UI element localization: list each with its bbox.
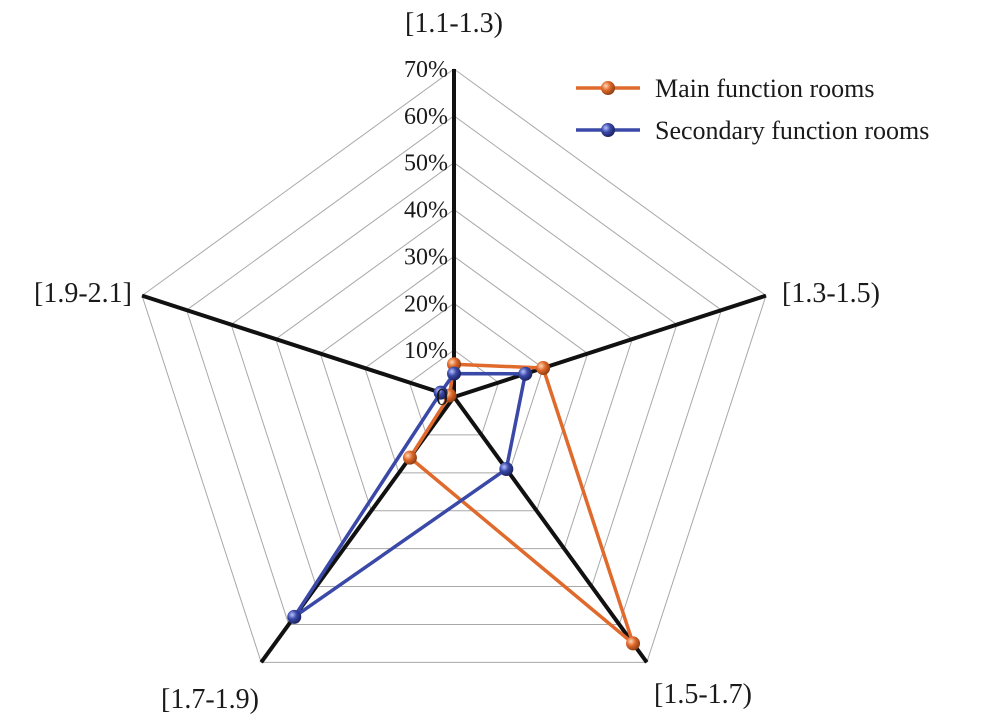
series-2-point-1 [447, 366, 461, 381]
axis-label-5: [1.9-2.1] [34, 278, 132, 309]
tick-label-3: 30% [404, 244, 448, 270]
series-line-2 [292, 371, 528, 619]
grid-ring-5 [230, 162, 678, 588]
tick-label-7: 70% [404, 57, 448, 83]
series-1-point-4 [402, 450, 417, 465]
tick-label-1: 10% [404, 338, 448, 364]
legend-item-secondary: Secondary function rooms [576, 116, 929, 145]
axis-spoke-2 [453, 293, 767, 399]
axis-label-4: [1.7-1.9) [161, 684, 259, 715]
legend-marker-main [601, 81, 615, 95]
series-2-point-5 [433, 385, 448, 400]
series-1-point-3 [626, 636, 641, 651]
axis-label-3: [1.5-1.7) [654, 679, 752, 710]
radar-series [287, 357, 641, 651]
radial-tick-labels: 0 10% 20% 30% 40% 50% 60% 70% [404, 57, 448, 411]
legend-marker-secondary [601, 123, 615, 137]
series-2-point-2 [518, 366, 533, 381]
series-2-point-4 [287, 609, 302, 624]
grid-ring-6 [186, 115, 722, 625]
axis-labels: [1.1-1.3) [1.3-1.5) [1.5-1.7) [1.7-1.9) … [34, 8, 880, 715]
grid-ring-4 [275, 208, 633, 550]
tick-label-4: 40% [404, 198, 448, 224]
axis-spoke-5 [141, 293, 455, 399]
legend-label-main: Main function rooms [655, 74, 875, 103]
tick-label-6: 60% [404, 104, 448, 130]
tick-label-0: 0 [436, 385, 448, 411]
axis-label-1: [1.1-1.3) [405, 8, 503, 39]
grid-ring-1 [408, 349, 500, 436]
axis-spoke-3 [452, 395, 649, 664]
axis-label-2: [1.3-1.5) [782, 278, 880, 309]
legend-item-main: Main function rooms [576, 74, 875, 103]
grid-ring-3 [319, 255, 589, 512]
tick-label-2: 20% [404, 291, 448, 317]
series-2-point-3 [499, 462, 514, 477]
series-1-point-2 [536, 361, 551, 376]
grid-ring-2 [364, 302, 544, 474]
tick-label-5: 50% [404, 151, 448, 177]
legend-label-secondary: Secondary function rooms [655, 116, 929, 145]
radar-grid [141, 68, 767, 663]
legend: Main function rooms Secondary function r… [576, 74, 929, 145]
grid-ring-7 [141, 68, 767, 663]
